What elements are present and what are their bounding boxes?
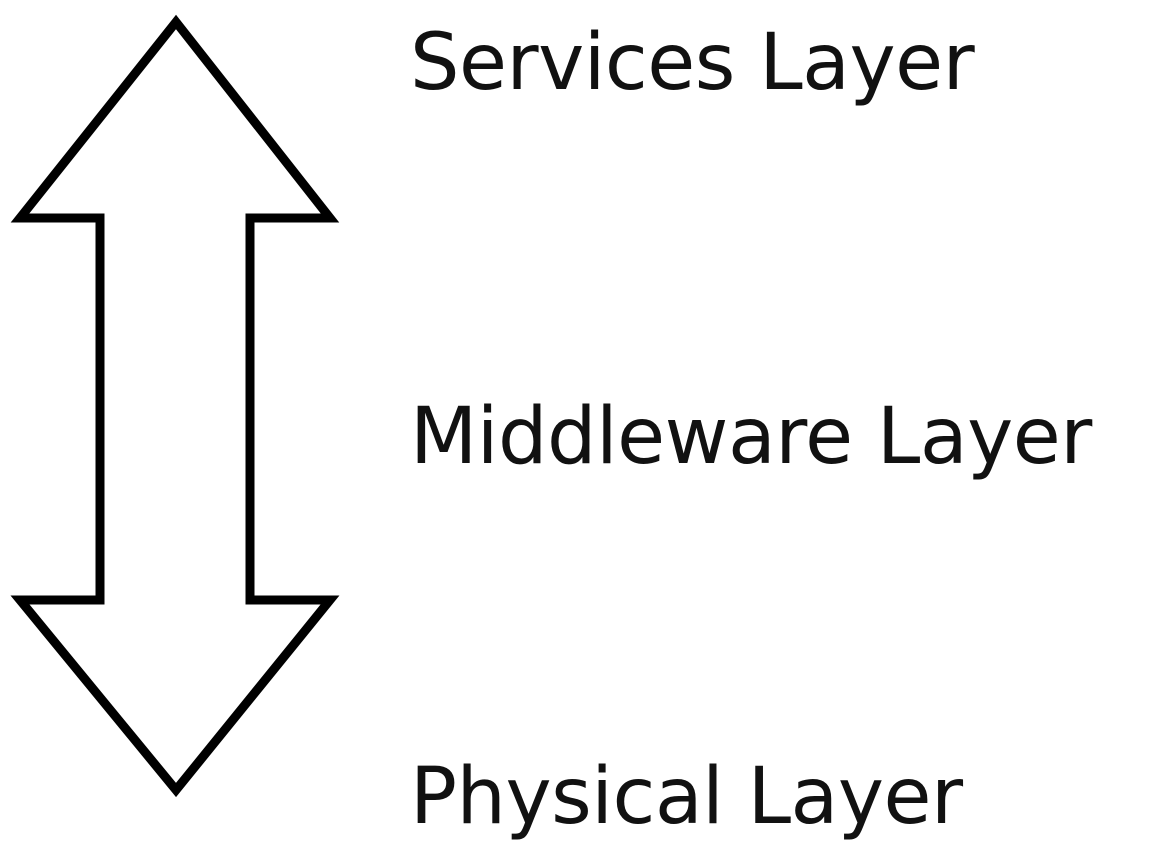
arrow-outline <box>10 14 340 798</box>
physical-layer-label: Physical Layer <box>410 752 963 842</box>
double-headed-arrow-icon <box>10 14 340 798</box>
services-layer-label: Services Layer <box>410 18 975 108</box>
middleware-layer-label: Middleware Layer <box>410 392 1092 482</box>
